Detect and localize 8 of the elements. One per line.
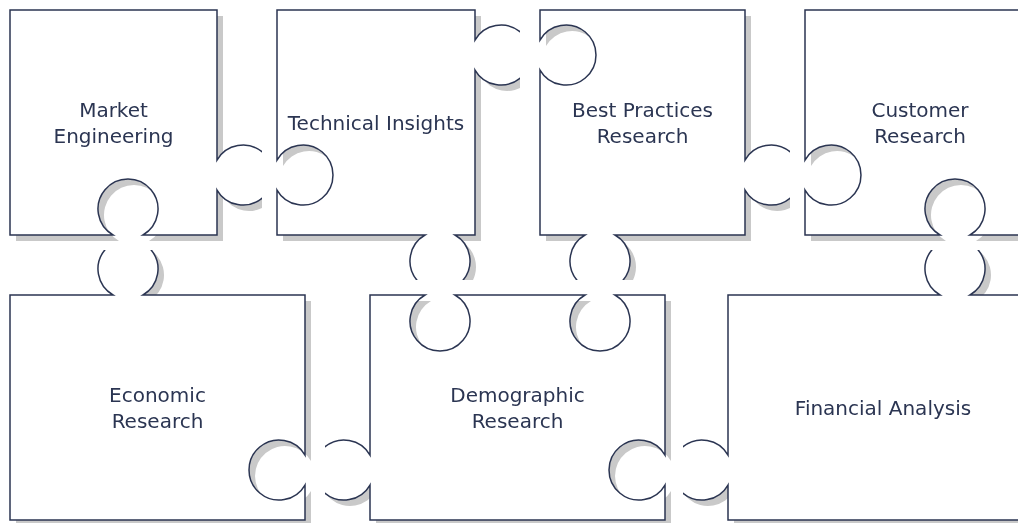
piece-label: Market Engineering xyxy=(52,96,175,149)
puzzle-piece xyxy=(683,250,1018,523)
piece-label: Best Practices Research xyxy=(571,96,714,149)
piece-label: Technical Insights xyxy=(287,109,465,136)
piece-label: Demographic Research xyxy=(449,381,586,434)
piece-label: Customer Research xyxy=(870,96,970,149)
piece-label: Financial Analysis xyxy=(794,394,972,421)
piece-label: Economic Research xyxy=(108,381,207,434)
